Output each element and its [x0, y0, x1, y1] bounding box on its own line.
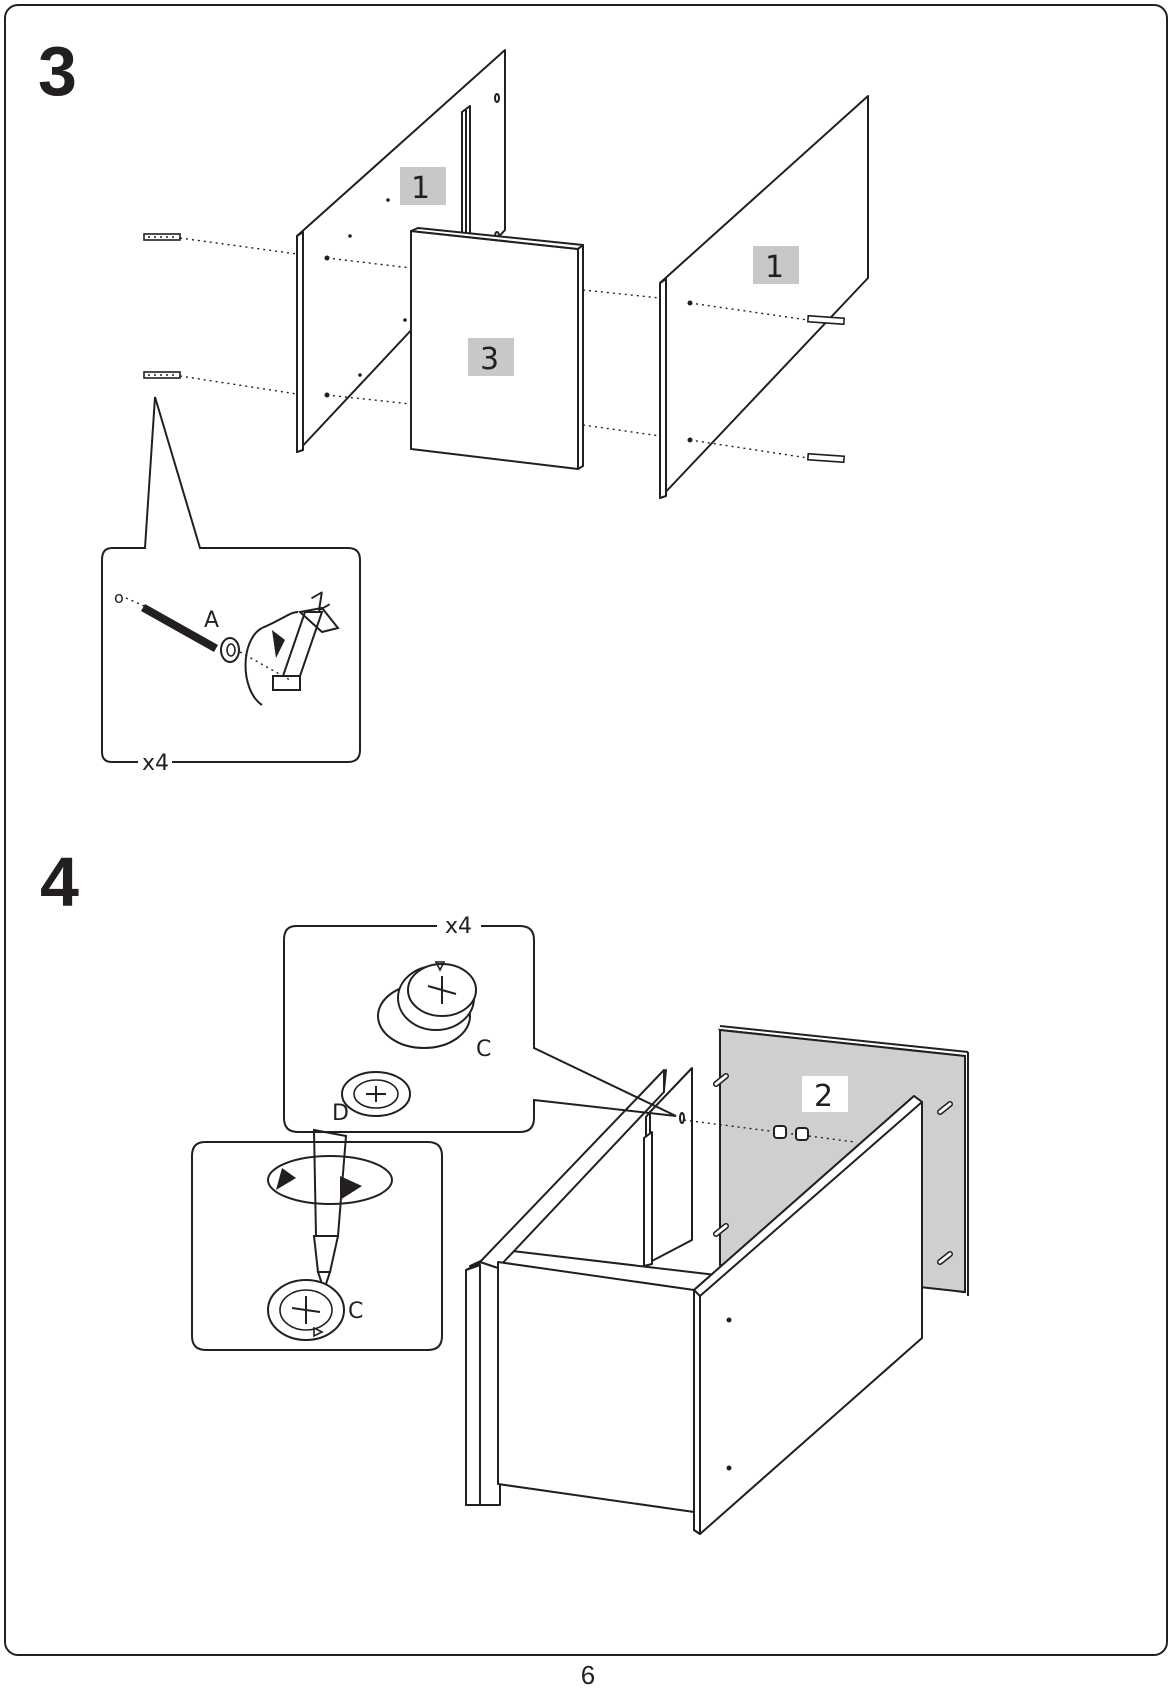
- screwdriver-icon: [312, 1128, 348, 1294]
- cam-label-c-top: C: [476, 1037, 491, 1062]
- side-panel-right: 1: [659, 95, 869, 499]
- callout-step4-bottom: C: [191, 1128, 443, 1351]
- part-tag-1-left: [400, 167, 446, 205]
- screw-a-closeup-icon: o A: [114, 588, 240, 663]
- part-label-1-right: 1: [765, 250, 784, 285]
- step-4-number: 4: [40, 843, 79, 921]
- cam-lock-icons: [679, 1112, 856, 1143]
- side-panel-left: 1: [296, 49, 506, 453]
- screw-label-a: A: [204, 608, 219, 633]
- svg-text:o: o: [114, 588, 124, 607]
- cabinet-side-right: [693, 1095, 923, 1535]
- part-label-1-left: 1: [411, 171, 430, 206]
- cam-c-icon: [377, 961, 477, 1049]
- rotate-arrow-icon: [267, 1155, 393, 1205]
- disc-d-icon: [341, 1071, 411, 1117]
- cabinet-front-panel: [497, 1261, 695, 1513]
- dowel-icons: [713, 1073, 953, 1265]
- screw-guides: [179, 237, 809, 459]
- page-border: [4, 4, 1168, 1656]
- part-label-2: 2: [814, 1079, 833, 1114]
- part-tag-3: [468, 338, 514, 376]
- callout-step4-top: x4 C D: [283, 914, 677, 1133]
- callout-step3: x4 o A Z: [101, 396, 361, 776]
- allen-key-z-icon: Z: [239, 588, 340, 706]
- disc-label-d: D: [332, 1101, 349, 1126]
- screw-a-icon: [143, 233, 846, 464]
- cam-label-c-bottom: C: [348, 1299, 363, 1324]
- step-3-number: 3: [38, 32, 77, 110]
- cabinet-side-left: [643, 1067, 693, 1267]
- page-number: 6: [580, 1660, 596, 1690]
- callout-quantity-step3: x4: [142, 751, 169, 776]
- cabinet-side-front-left: [465, 1069, 667, 1506]
- part-tag-1-right: [753, 246, 799, 284]
- cam-c-turn-icon: [267, 1279, 345, 1341]
- shelf-panel-3: 3: [410, 227, 584, 470]
- part-label-3: 3: [480, 342, 499, 377]
- part-tag-2: [802, 1076, 848, 1112]
- callout-quantity-step4: x4: [445, 914, 472, 939]
